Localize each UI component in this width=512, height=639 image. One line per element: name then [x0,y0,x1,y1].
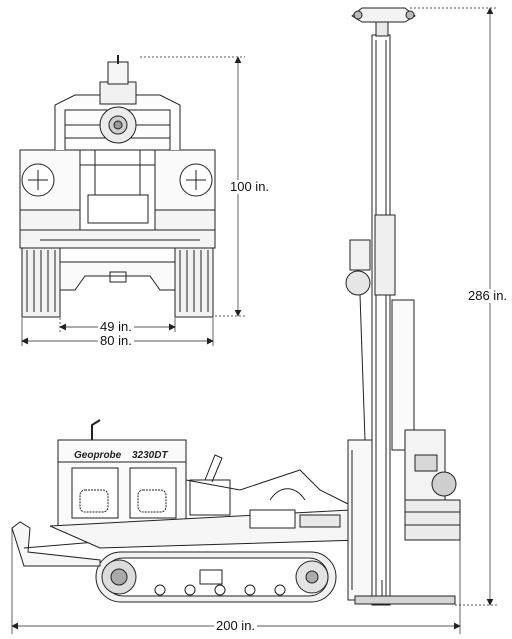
side-view-drawing: Geoprobe 3230DT [11,7,461,606]
dimension-track-inner: 49 in. [98,319,134,334]
dimension-track-outer: 80 in. [98,333,134,348]
dimension-height-front: 100 in. [228,179,272,194]
front-view-drawing [19,55,216,318]
brand-label: Geoprobe [74,450,122,461]
dimension-height-mast: 286 in. [466,288,510,303]
model-label: 3230DT [132,450,168,461]
dimension-length-overall: 200 in. [214,618,258,633]
